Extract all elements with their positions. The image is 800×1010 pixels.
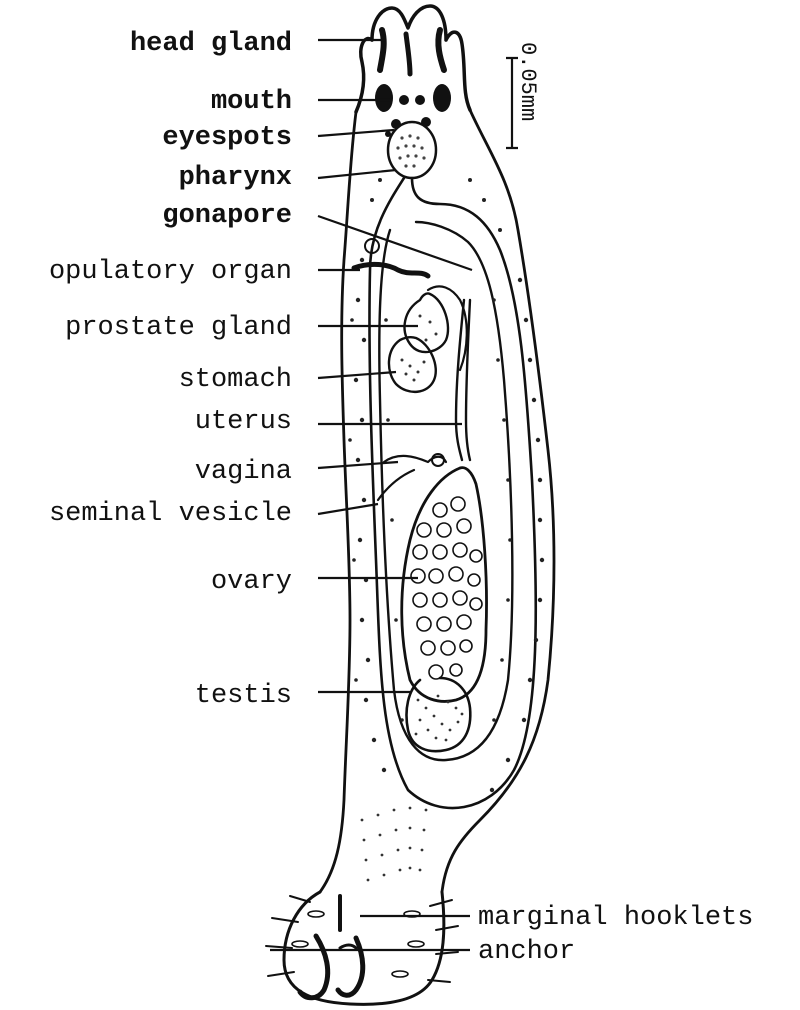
peduncle-stipple [361, 807, 428, 882]
label-pharynx: pharynx [179, 163, 292, 193]
label-vagina: vagina [195, 457, 292, 487]
leader-vagina [318, 462, 398, 468]
label-prostate-gland: prostate gland [65, 313, 292, 343]
ovary [402, 468, 487, 702]
leader-pharynx [318, 170, 396, 178]
label-testis: testis [195, 681, 292, 711]
head-glands [380, 30, 444, 74]
leader-gonapore [318, 216, 472, 270]
mouth-region [375, 84, 451, 112]
label-eyespots: eyespots [162, 123, 292, 153]
copulatory-organ [354, 239, 428, 276]
scale-bar-label: 0.05mm [515, 42, 540, 121]
vagina [384, 454, 446, 466]
leader-stomach [318, 372, 396, 378]
label-mouth: mouth [211, 87, 292, 117]
label-copulatory-organ: opulatory organ [49, 257, 292, 287]
body-outline [284, 6, 554, 1004]
label-gonapore: gonapore [162, 201, 292, 231]
uterus [456, 300, 470, 460]
label-seminal-vesicle: seminal vesicle [49, 499, 292, 529]
label-head-gland: head gland [130, 29, 292, 59]
intestine [369, 178, 535, 808]
label-ovary: ovary [211, 567, 292, 597]
label-marginal-hooklets: marginal hooklets [478, 903, 753, 933]
leader-eyespots [318, 130, 394, 136]
label-uterus: uterus [195, 407, 292, 437]
scale-bar: 0.05mm [506, 42, 540, 148]
label-stomach: stomach [179, 365, 292, 395]
prostate-gland [405, 286, 467, 370]
leader-lines [270, 40, 472, 950]
labels: head gland mouth eyespots pharynx gonapo… [49, 29, 754, 967]
label-anchor: anchor [478, 937, 575, 967]
